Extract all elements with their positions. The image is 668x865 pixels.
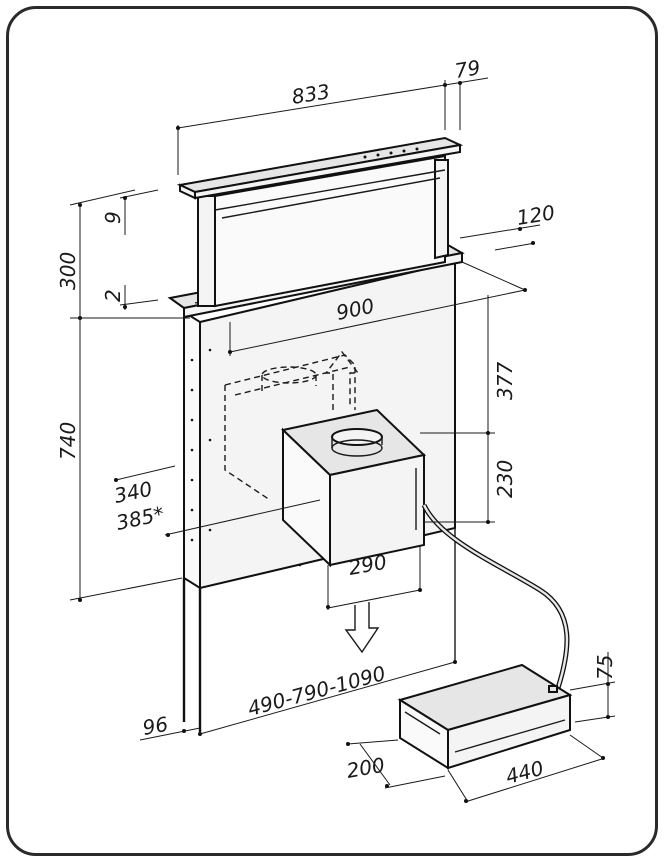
motor-alt-position	[224, 354, 356, 501]
dim-230: 230	[493, 460, 517, 498]
dim-200: 200	[345, 753, 387, 783]
dimension-lines	[69, 77, 616, 803]
connection-cable	[421, 503, 570, 689]
control-unit-box	[397, 663, 573, 770]
dim-340: 340	[112, 476, 154, 507]
dim-79: 79	[453, 55, 482, 83]
dim-96: 96	[141, 712, 170, 740]
dim-300: 300	[56, 252, 80, 290]
dim-833: 833	[290, 79, 331, 109]
motor-box	[280, 408, 427, 568]
hood-riser	[176, 136, 464, 308]
airflow-up-arrow	[324, 350, 360, 410]
dim-490-790-1090: 490-790-1090	[245, 661, 388, 721]
dim-120: 120	[515, 200, 556, 230]
airflow-down-arrow	[344, 602, 380, 654]
dim-377: 377	[493, 362, 517, 400]
dim-290: 290	[347, 550, 389, 580]
dim-2: 2	[101, 289, 125, 302]
dim-9: 9	[101, 211, 125, 224]
dim-75: 75	[593, 655, 617, 680]
dim-440: 440	[503, 756, 546, 789]
dim-740: 740	[56, 422, 80, 460]
